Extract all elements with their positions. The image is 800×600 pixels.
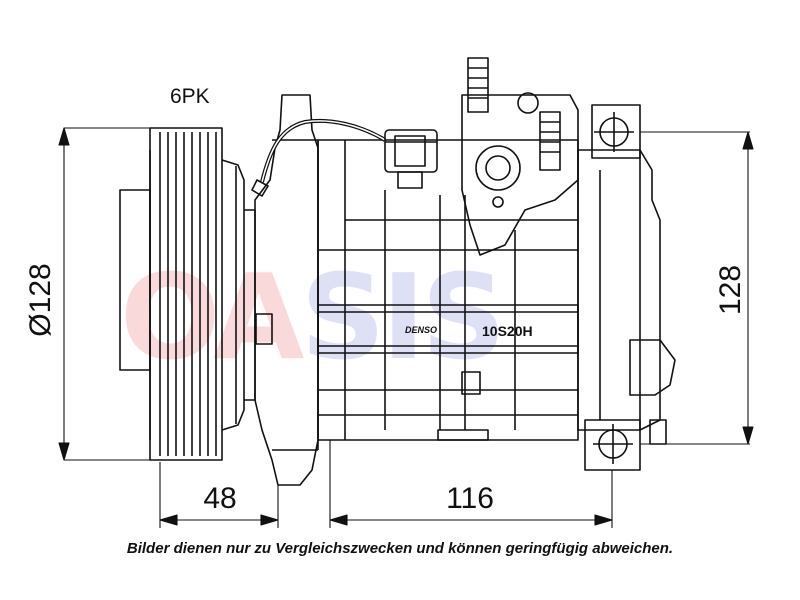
watermark-text: OASIS [120,248,502,386]
body-length-label: 116 [446,482,494,515]
dimension-lines [58,127,754,528]
belt-label: 6PK [170,85,210,108]
brand-label: DENSO [405,325,437,335]
port-plate [461,57,579,256]
mounting-ears [584,104,641,471]
height-label: 128 [714,265,747,315]
pulley-diameter-label: Ø128 [24,263,57,336]
connector-cable [251,118,438,197]
rear-head [577,149,676,445]
model-label: 10S20H [482,323,533,339]
disclaimer-caption: Bilder dienen nur zu Vergleichszwecken u… [126,540,674,557]
watermark: OASIS [120,248,506,386]
pulley-width-label: 48 [203,482,236,515]
